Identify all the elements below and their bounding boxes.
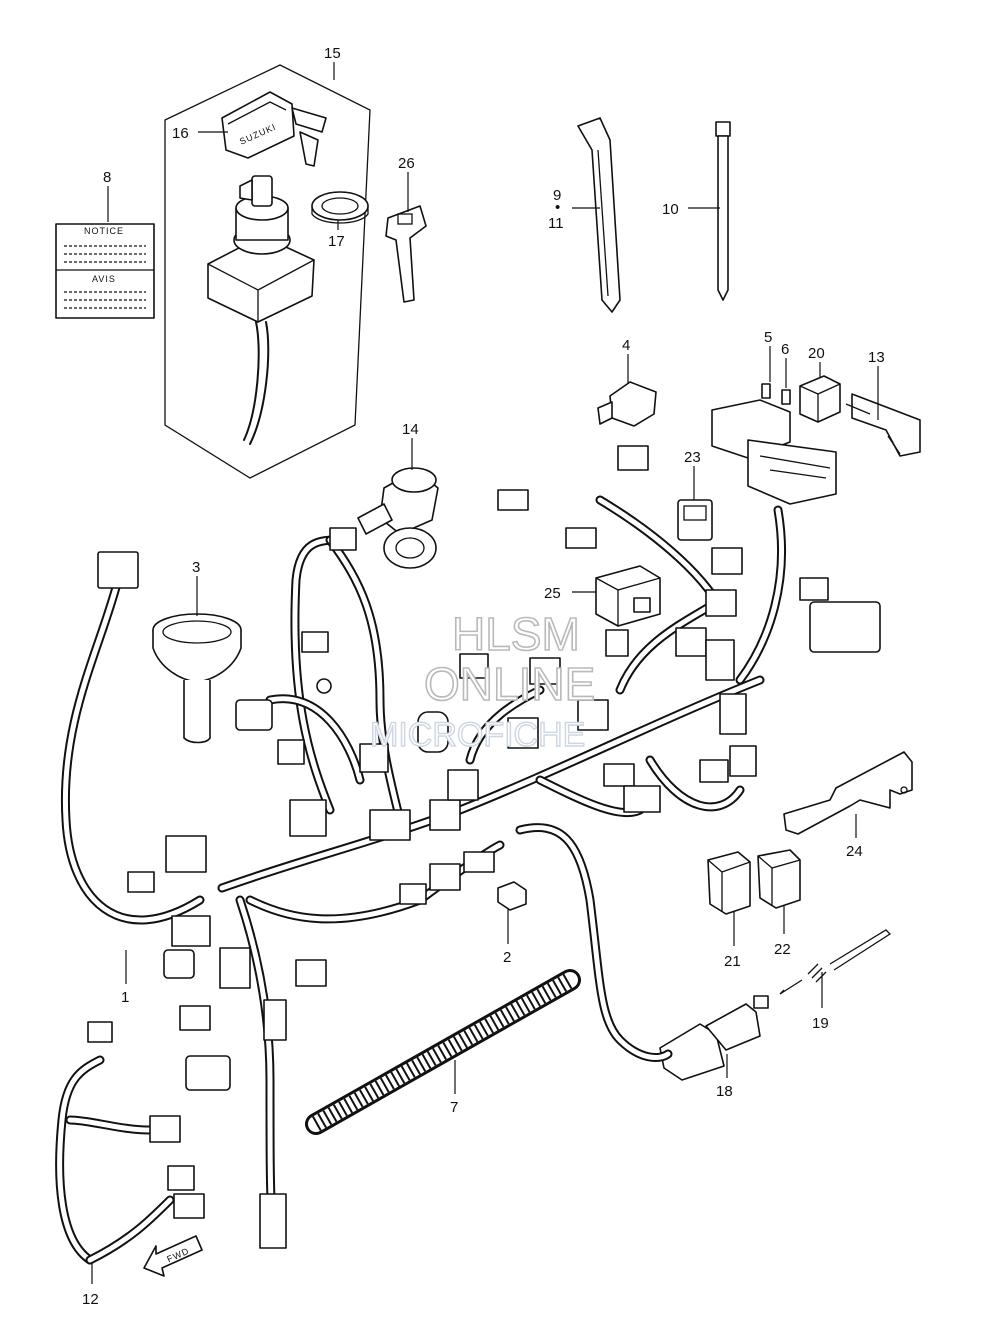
sensor-part-18 (659, 995, 769, 1081)
ignition-switch-kit-box (164, 64, 371, 479)
callout-8: 8 (103, 169, 111, 186)
watermark-line-3: MICROFICHE (370, 716, 585, 754)
corrugated-tube-part-7 (305, 969, 581, 1135)
callout-9-separator: • (555, 199, 560, 216)
ring-nut-part-17 (311, 191, 369, 224)
spring-part-19 (779, 929, 892, 995)
cap-part-2 (497, 881, 527, 911)
callout-10: 10 (662, 201, 679, 218)
callout-9: 9 (553, 187, 561, 204)
fuse-part-5 (761, 383, 771, 399)
watermark: HLSM ONLINE MICROFICHE (369, 607, 596, 755)
callout-23: 23 (684, 449, 701, 466)
forward-direction-arrow: FWD (143, 1235, 203, 1277)
watermark-line-2: ONLINE (424, 658, 595, 710)
watermark-line-1: HLSM (452, 608, 580, 660)
callout-13: 13 (868, 349, 885, 366)
wire-clamp-part-9 (577, 117, 621, 313)
key-cap-part-16: SUZUKI (221, 91, 327, 167)
connector-boot-part-4 (597, 381, 657, 427)
callout-1: 1 (121, 989, 129, 1006)
callout-19: 19 (812, 1015, 829, 1032)
bushing-part-3 (152, 613, 242, 744)
fuse-box (711, 399, 837, 505)
label-avis-text: AVIS (92, 274, 116, 284)
plate-part-24 (783, 751, 913, 835)
callout-12: 12 (82, 1291, 99, 1308)
callout-7: 7 (450, 1099, 458, 1116)
callout-18: 18 (716, 1083, 733, 1100)
callout-numbers: 15 16 17 26 8 9 • 11 10 4 5 6 20 13 23 1… (82, 45, 885, 1308)
cable-tie-part-10 (715, 121, 731, 301)
fuse-box-bracket-part-13 (845, 393, 921, 457)
fuse-part-6 (781, 389, 791, 405)
connector-cover-part-21 (707, 851, 751, 915)
leader-lines (91, 62, 879, 1284)
callout-21: 21 (724, 953, 741, 970)
callout-22: 22 (774, 941, 791, 958)
callout-5: 5 (764, 329, 772, 346)
callout-3: 3 (192, 559, 200, 576)
callout-20: 20 (808, 345, 825, 362)
relay-part-20 (799, 375, 841, 423)
label-notice-text: NOTICE (84, 226, 124, 236)
callout-11: 11 (548, 215, 564, 232)
callout-4: 4 (622, 337, 630, 354)
callout-2: 2 (503, 949, 511, 966)
callout-17: 17 (328, 233, 345, 250)
callout-14: 14 (402, 421, 419, 438)
callout-24: 24 (846, 843, 863, 860)
harness-connectors (87, 445, 881, 1249)
callout-25: 25 (544, 585, 561, 602)
callout-6: 6 (781, 341, 789, 358)
main-wiring-harness (55, 495, 787, 1265)
caution-label-card-part-8: NOTICE AVIS (55, 223, 155, 319)
callout-15: 15 (324, 45, 341, 62)
ignition-switch-body (207, 175, 315, 445)
connector-cover-part-22 (757, 849, 801, 909)
key-part-26 (385, 205, 427, 303)
callout-26: 26 (398, 155, 415, 172)
switch-part-14 (357, 467, 439, 569)
connector-part-23 (677, 499, 713, 541)
control-module-part-25 (595, 565, 661, 627)
callout-16: 16 (172, 125, 189, 142)
